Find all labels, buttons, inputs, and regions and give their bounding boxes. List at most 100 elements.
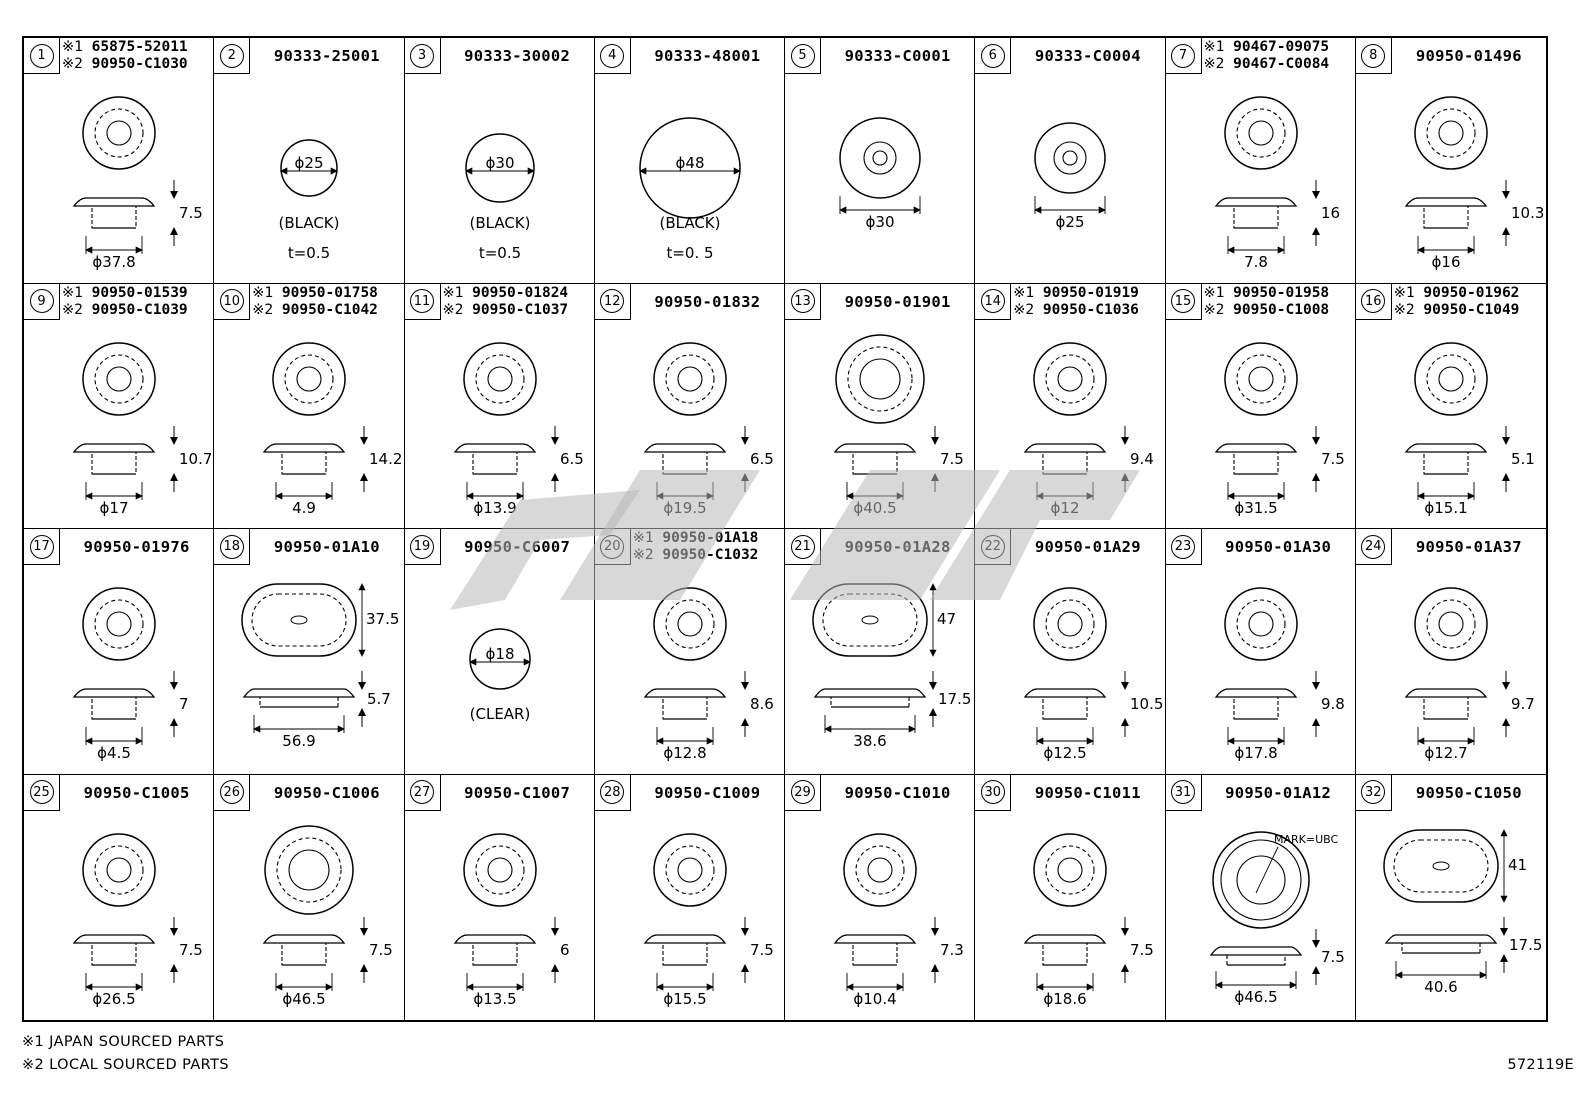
dimension-label: t=0.5 xyxy=(478,244,520,262)
part-drawing: ϕ15.57.5 xyxy=(643,832,774,1008)
japan-sourced-tag: ※1 xyxy=(442,284,464,301)
item-number-badge: 14 xyxy=(975,283,1012,320)
item-number-badge: 29 xyxy=(785,774,821,811)
dimension-label: 7.5 xyxy=(1321,948,1345,966)
item-number-badge: 20 xyxy=(594,529,631,565)
part-number: 90950-01A10 xyxy=(273,538,380,556)
item-number: 30 xyxy=(980,780,1005,804)
plan-view-outline xyxy=(653,587,727,661)
dimension-label: ϕ15.1 xyxy=(1424,499,1467,517)
part-number-japan: 90950-01A18 xyxy=(662,530,759,546)
item-number-badge: 30 xyxy=(975,774,1012,811)
dimension-label: ϕ31.5 xyxy=(1234,499,1277,517)
item-number: 10 xyxy=(219,289,244,313)
part-number-pair: ※1 90950-01758※2 90950-C1042 xyxy=(252,285,378,319)
item-number-badge: 17 xyxy=(24,529,60,565)
dimension-label: 16 xyxy=(1321,204,1340,222)
item-number-badge: 28 xyxy=(594,774,631,811)
footnote-japan-sourced: ※1 JAPAN SOURCED PARTS xyxy=(22,1034,225,1050)
dimension-label: (BLACK) xyxy=(469,214,530,232)
side-view xyxy=(643,442,727,475)
part-drawing: ϕ17.89.8 xyxy=(1214,587,1344,762)
side-view xyxy=(453,442,536,475)
dimension-label: 7.5 xyxy=(179,941,203,959)
part-number-pair: ※1 90950-01962※2 90950-C1049 xyxy=(1394,285,1520,319)
part-number-japan: 90950-01962 xyxy=(1423,284,1520,301)
plan-view-outline xyxy=(835,333,925,424)
local-sourced-tag: ※2 xyxy=(1013,301,1035,318)
side-view xyxy=(643,688,727,720)
plan-view-outline xyxy=(653,832,727,907)
part-drawing: ϕ40.5 7.5 xyxy=(833,333,964,517)
dimension-label: 7.3 xyxy=(940,941,964,959)
part-number: 90333-30002 xyxy=(464,47,571,65)
part-drawing: ϕ13.9 6.5 xyxy=(453,341,584,517)
plan-view-outline xyxy=(1383,828,1499,903)
dimension-label: ϕ17 xyxy=(100,499,129,517)
side-view xyxy=(1214,688,1297,720)
part-number-pair: ※1 90950-01919※2 90950-C1036 xyxy=(1013,285,1139,319)
part-number: 90950-01A30 xyxy=(1225,538,1332,556)
plan-view-outline xyxy=(1033,587,1107,661)
dimension-label: 7.5 xyxy=(369,941,393,959)
side-view xyxy=(643,933,727,966)
part-number-local: 90950-C1008 xyxy=(1233,301,1330,318)
plan-view-outline xyxy=(1414,587,1488,661)
dimension-label: 38.6 xyxy=(853,732,886,750)
side-view xyxy=(242,688,356,708)
part-drawing: ϕ12.510.5 xyxy=(1023,587,1164,762)
dimension-label: ϕ37.8 xyxy=(92,253,135,271)
side-view xyxy=(72,442,156,475)
dimension-label: ϕ40.5 xyxy=(853,499,896,517)
item-number-badge: 6 xyxy=(975,38,1012,74)
dimension-label: 9.7 xyxy=(1511,695,1535,713)
part-number: 90333-48001 xyxy=(654,47,761,65)
part-number-japan: 90467-09075 xyxy=(1233,39,1330,55)
item-number-badge: 16 xyxy=(1355,283,1392,320)
dimension-label: 6.5 xyxy=(560,450,584,468)
side-view xyxy=(1404,197,1488,229)
dimension-label: ϕ13.9 xyxy=(473,499,516,517)
item-number: 26 xyxy=(219,780,244,804)
dimension-label: ϕ12.5 xyxy=(1044,744,1087,762)
item-number: 23 xyxy=(1171,534,1195,559)
side-view xyxy=(833,933,917,966)
dimension-label: ϕ4.5 xyxy=(97,744,131,762)
local-sourced-tag: ※2 xyxy=(1393,301,1415,318)
dimension-label: ϕ10.4 xyxy=(853,990,896,1008)
item-number-badge: 4 xyxy=(594,38,631,74)
item-number-badge: 3 xyxy=(404,38,441,74)
part-number: 90950-01A12 xyxy=(1225,783,1332,802)
dimension-label: ϕ13.5 xyxy=(473,990,516,1008)
plan-view-outline xyxy=(82,341,156,416)
part-number: 90950-C1005 xyxy=(83,783,190,802)
item-number: 3 xyxy=(410,43,434,68)
part-number-local: 90950-C1032 xyxy=(662,547,759,563)
part-drawing: ϕ13.56 xyxy=(453,832,569,1008)
part-number: 90950-C6007 xyxy=(464,538,571,556)
part-number: 90950-01496 xyxy=(1415,47,1522,65)
part-number: 90333-C0004 xyxy=(1034,47,1141,65)
dimension-label: ϕ46.5 xyxy=(1234,988,1277,1006)
dimension-label: 56.9 xyxy=(283,732,316,750)
dimension-label: 7.5 xyxy=(940,450,964,468)
side-view xyxy=(453,933,536,966)
side-view xyxy=(1404,442,1488,475)
part-drawing: ϕ12.79.7 xyxy=(1404,587,1535,762)
local-sourced-tag: ※2 xyxy=(1203,56,1225,72)
item-number-badge: 31 xyxy=(1165,774,1202,811)
plan-view-outline xyxy=(839,117,921,199)
item-number-badge: 24 xyxy=(1355,529,1392,565)
